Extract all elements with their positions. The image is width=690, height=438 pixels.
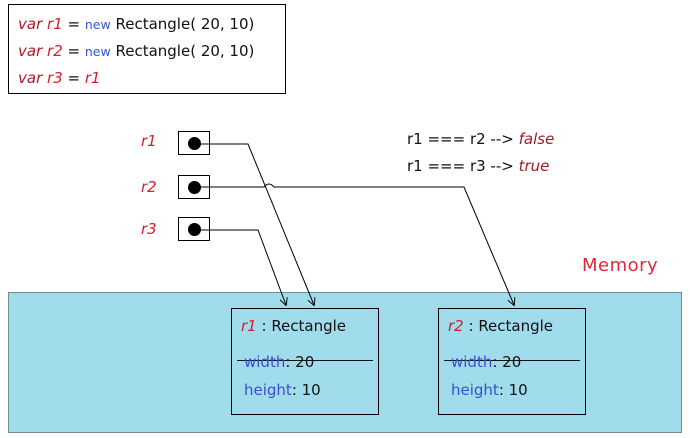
var-keyword: var [18, 69, 43, 87]
code-line-r3: var r3 = r1 [18, 69, 101, 87]
comparison-expression: r1 === r2 --> [407, 130, 514, 148]
assigned-reference: r1 [84, 69, 101, 87]
pointer-dot-icon [188, 181, 201, 194]
object-divider [444, 360, 580, 361]
variable-name: r3 [47, 69, 63, 87]
ref-label-r2: r2 [141, 178, 157, 196]
object-property-width: width: 20 [451, 353, 521, 371]
arrow-r2-to-object [196, 183, 514, 305]
code-line-r1: var r1 = new Rectangle( 20, 10) [18, 15, 254, 33]
comparison-r1-r2: r1 === r2 --> false [407, 130, 554, 148]
comparison-expression: r1 === r3 --> [407, 157, 514, 175]
comparison-result: false [518, 130, 555, 148]
ref-box-r3 [178, 217, 210, 241]
object-name: r1 [241, 317, 257, 335]
object-type: Rectangle [271, 317, 347, 335]
object-type: Rectangle [478, 317, 554, 335]
object-header: r2 : Rectangle [448, 317, 553, 335]
ref-box-r1 [178, 131, 210, 155]
assign-operator: = [62, 15, 85, 33]
var-keyword: var [18, 15, 43, 33]
pointer-dot-icon [188, 223, 201, 236]
new-keyword: new [84, 44, 111, 59]
object-header: r1 : Rectangle [241, 317, 346, 335]
property-key: height [451, 381, 499, 399]
comparison-result: true [518, 157, 550, 175]
ref-label-r3: r3 [141, 220, 157, 238]
property-value: : 10 [291, 381, 321, 399]
arrow-r1-to-object [196, 143, 314, 305]
property-key: width [451, 353, 493, 371]
object-separator: : [256, 317, 272, 335]
property-key: width [244, 353, 286, 371]
constructor-call: Rectangle( 20, 10) [110, 42, 255, 60]
variable-name: r2 [47, 42, 63, 60]
object-property-width: width: 20 [244, 353, 314, 371]
property-value: : 10 [498, 381, 528, 399]
comparison-r1-r3: r1 === r3 --> true [407, 157, 549, 175]
arrow-r3-to-object [196, 229, 286, 305]
ref-box-r2 [178, 175, 210, 199]
object-box-r2: r2 : Rectangle width: 20 height: 10 [438, 308, 586, 415]
code-snippet-box: var r1 = new Rectangle( 20, 10) var r2 =… [8, 4, 286, 94]
pointer-dot-icon [188, 137, 201, 150]
variable-name: r1 [47, 15, 63, 33]
assign-operator: = [62, 69, 85, 87]
object-property-height: height: 10 [244, 381, 321, 399]
property-key: height [244, 381, 292, 399]
code-line-r2: var r2 = new Rectangle( 20, 10) [18, 42, 254, 60]
assign-operator: = [62, 42, 85, 60]
property-value: : 20 [285, 353, 315, 371]
property-value: : 20 [492, 353, 522, 371]
object-property-height: height: 10 [451, 381, 528, 399]
new-keyword: new [84, 17, 111, 32]
ref-label-r1: r1 [141, 132, 157, 150]
object-name: r2 [448, 317, 464, 335]
memory-title: Memory [582, 255, 659, 276]
var-keyword: var [18, 42, 43, 60]
object-divider [237, 360, 373, 361]
object-separator: : [463, 317, 479, 335]
object-box-r1: r1 : Rectangle width: 20 height: 10 [231, 308, 379, 415]
constructor-call: Rectangle( 20, 10) [110, 15, 255, 33]
